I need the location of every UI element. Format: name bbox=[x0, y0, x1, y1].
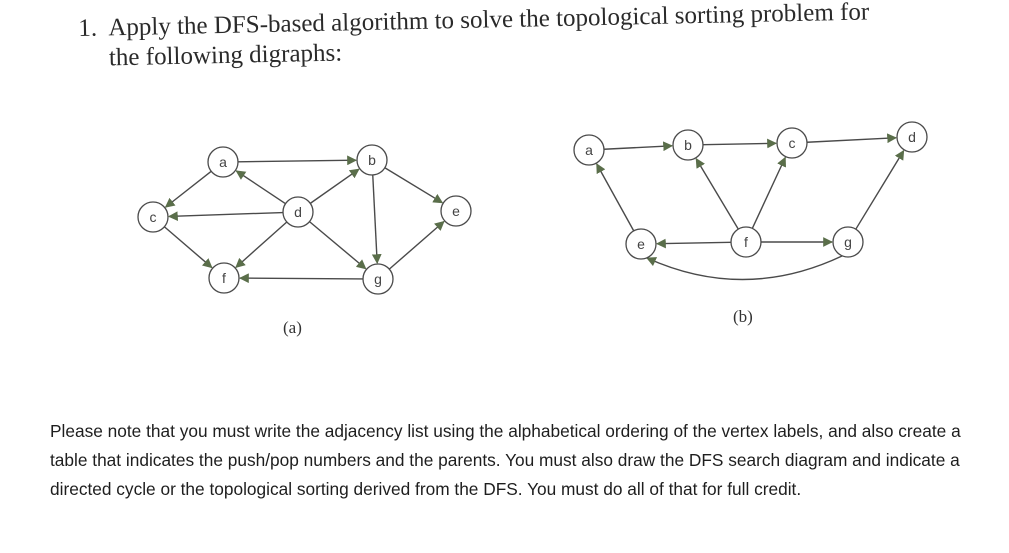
edge-a-d-g bbox=[309, 221, 367, 270]
node-b-f bbox=[730, 226, 762, 258]
digraph-figure: a b c d e f g a b c d e f g (a) (b) bbox=[137, 121, 928, 337]
node-label-a-d: d bbox=[294, 204, 302, 220]
node-a-b bbox=[356, 144, 388, 176]
digraph-a: a b c d e f g bbox=[137, 144, 472, 295]
edge-a-d-a bbox=[235, 170, 286, 205]
edge-a-a-c bbox=[164, 170, 212, 208]
node-label-b-b: b bbox=[684, 137, 692, 153]
digraph-b: a b c d e f g bbox=[573, 121, 928, 281]
node-a-e bbox=[440, 195, 472, 227]
edge-a-d-c bbox=[168, 211, 284, 222]
node-b-c bbox=[776, 127, 808, 159]
node-label-a-a: a bbox=[219, 154, 227, 170]
edge-a-g-f bbox=[239, 273, 364, 284]
edge-b-f-b bbox=[695, 157, 739, 230]
node-b-b bbox=[672, 129, 704, 161]
node-label-b-e: e bbox=[637, 236, 645, 252]
edge-b-a-b bbox=[603, 141, 673, 152]
node-label-a-g: g bbox=[374, 271, 382, 287]
edge-b-g-e bbox=[646, 255, 843, 281]
node-label-b-g: g bbox=[844, 234, 852, 250]
node-b-e bbox=[625, 228, 657, 260]
edge-a-a-b bbox=[237, 155, 357, 166]
node-b-d bbox=[896, 121, 928, 153]
node-a-a bbox=[207, 146, 239, 178]
edge-b-g-d bbox=[855, 149, 905, 230]
edge-a-d-f bbox=[235, 221, 288, 269]
edge-b-c-d bbox=[806, 133, 897, 144]
node-b-a bbox=[573, 134, 605, 166]
node-label-a-b: b bbox=[368, 152, 376, 168]
edge-a-b-g bbox=[371, 174, 382, 264]
node-label-a-e: e bbox=[452, 203, 460, 219]
digraph-a-caption: (a) bbox=[283, 318, 302, 337]
node-label-b-a: a bbox=[585, 142, 593, 158]
node-label-b-c: c bbox=[789, 135, 796, 151]
node-a-f bbox=[208, 262, 240, 294]
edge-b-e-a bbox=[596, 163, 635, 232]
edge-b-f-e bbox=[656, 238, 732, 249]
edge-b-f-c bbox=[751, 156, 786, 229]
node-a-c bbox=[137, 201, 169, 233]
edge-b-b-c bbox=[702, 138, 777, 149]
edge-a-d-b bbox=[309, 168, 360, 204]
node-b-g bbox=[832, 226, 864, 258]
node-label-b-d: d bbox=[908, 129, 916, 145]
edge-a-b-e bbox=[384, 167, 444, 204]
instructions-note: Please note that you must write the adja… bbox=[50, 421, 961, 499]
node-label-a-c: c bbox=[150, 209, 157, 225]
edge-a-c-f bbox=[163, 226, 213, 269]
digraph-b-caption: (b) bbox=[733, 307, 753, 326]
node-a-g bbox=[362, 263, 394, 295]
node-a-d bbox=[282, 196, 314, 228]
edge-a-g-e bbox=[388, 220, 445, 270]
node-label-a-f: f bbox=[222, 270, 226, 286]
node-label-b-f: f bbox=[744, 234, 748, 250]
